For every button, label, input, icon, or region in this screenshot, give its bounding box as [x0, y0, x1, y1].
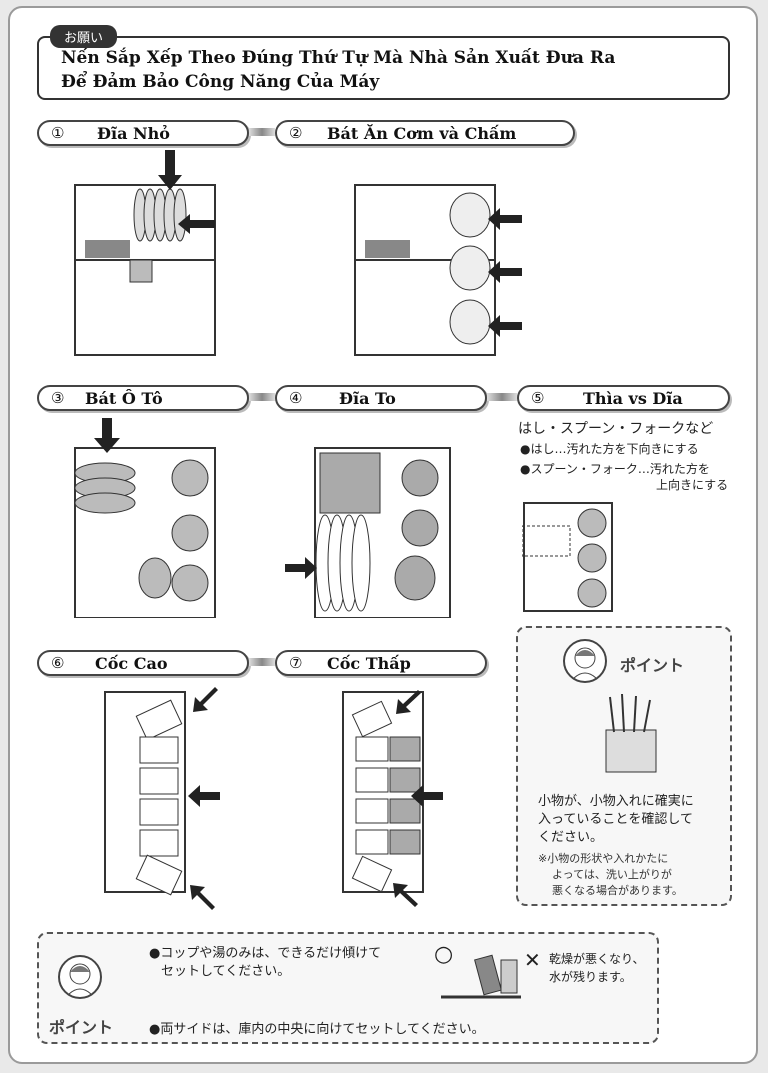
step-6-pill: ⑥ Cốc Cao [37, 650, 249, 676]
step-label: Cốc Cao [95, 654, 168, 673]
person-icon [58, 955, 102, 999]
step-4-pill: ④ Đĩa To [275, 385, 487, 411]
rack-illustration-small-plates [74, 150, 216, 356]
header-box: Nến Sắp Xếp Theo Đúng Thứ Tự Mà Nhà Sản … [37, 36, 730, 100]
point-label: ポイント [49, 1018, 114, 1037]
step-2-pill: ② Bát Ăn Cơm và Chấm [275, 120, 575, 146]
point-bullet-center: ●両サイドは、庫内の中央に向けてセットしてください。 [149, 1022, 485, 1037]
point-box-cups: ポイント ●コップや湯のみは、できるだけ傾けて セットしてください。 ○ ✕ 乾… [37, 932, 659, 1044]
cutlery-bullet-chopsticks: ●はし…汚れた方を下向きにする [520, 442, 699, 456]
cutlery-bullet-spoons-cont: 上向きにする [656, 478, 729, 492]
rack-illustration-cutlery [522, 502, 613, 612]
rack-illustration-large-bowls [74, 418, 216, 618]
rack-illustration-large-plates [285, 447, 451, 618]
cup-tilt-diagram [441, 954, 521, 999]
rack-illustration-tall-cups [104, 687, 220, 910]
ng-text-2: 水が残ります。 [549, 970, 632, 984]
person-icon [563, 639, 607, 683]
point-note-3: 悪くなる場合があります。 [552, 884, 683, 897]
step-1-pill: ① Đĩa Nhỏ [37, 120, 249, 146]
point-text-3: ください。 [538, 830, 604, 845]
point-box-small-items: ポイント 小物が、小物入れに確実に 入っていることを確認して ください。 ※小物… [516, 626, 732, 906]
step-number: ① [51, 124, 65, 142]
step-connector [249, 393, 275, 401]
step-number: ③ [51, 389, 65, 407]
step-number: ⑦ [289, 654, 303, 672]
header-title-line1: Nến Sắp Xếp Theo Đúng Thứ Tự Mà Nhà Sản … [61, 48, 616, 68]
header-tag: お願い [50, 25, 118, 48]
step-3-pill: ③ Bát Ô Tô [37, 385, 249, 411]
point-label: ポイント [620, 656, 685, 675]
point-note-1: ※小物の形状や入れかたに [538, 852, 669, 865]
step-label: Bát Ô Tô [85, 389, 163, 408]
step-connector [487, 393, 517, 401]
step-number: ④ [289, 389, 303, 407]
rack-illustration-short-cups [342, 690, 443, 907]
step-number: ⑤ [531, 389, 545, 407]
cutlery-bullet-spoons: ●スプーン・フォーク…汚れた方を [520, 462, 710, 476]
point-text-2: 入っていることを確認して [538, 812, 693, 827]
step-connector [249, 658, 275, 666]
step-label: Cốc Thấp [327, 654, 411, 673]
point-note-2: よっては、洗い上がりが [552, 868, 672, 881]
step-7-pill: ⑦ Cốc Thấp [275, 650, 487, 676]
ok-mark: ○ [434, 942, 454, 967]
step-label: Thìa vs Dĩa [583, 389, 683, 408]
point-bullet-tilt-1: ●コップや湯のみは、できるだけ傾けて [149, 946, 382, 961]
rack-illustration-rice-bowls [354, 184, 522, 356]
cutlery-title: はし・スプーン・フォークなど [518, 421, 714, 437]
step-number: ② [289, 124, 303, 142]
point-bullet-tilt-2: セットしてください。 [161, 964, 291, 979]
step-label: Đĩa Nhỏ [97, 124, 170, 143]
ng-mark: ✕ [524, 948, 541, 972]
step-label: Bát Ăn Cơm và Chấm [327, 124, 517, 143]
step-connector [249, 128, 275, 136]
step-number: ⑥ [51, 654, 65, 672]
step-label: Đĩa To [339, 389, 396, 408]
header-title-line2: Để Đảm Bảo Công Năng Của Máy [61, 72, 380, 92]
step-5-pill: ⑤ Thìa vs Dĩa [517, 385, 730, 411]
ng-text-1: 乾燥が悪くなり、 [549, 952, 645, 966]
cutlery-basket-icon [605, 693, 657, 773]
point-text-1: 小物が、小物入れに確実に [538, 794, 694, 809]
